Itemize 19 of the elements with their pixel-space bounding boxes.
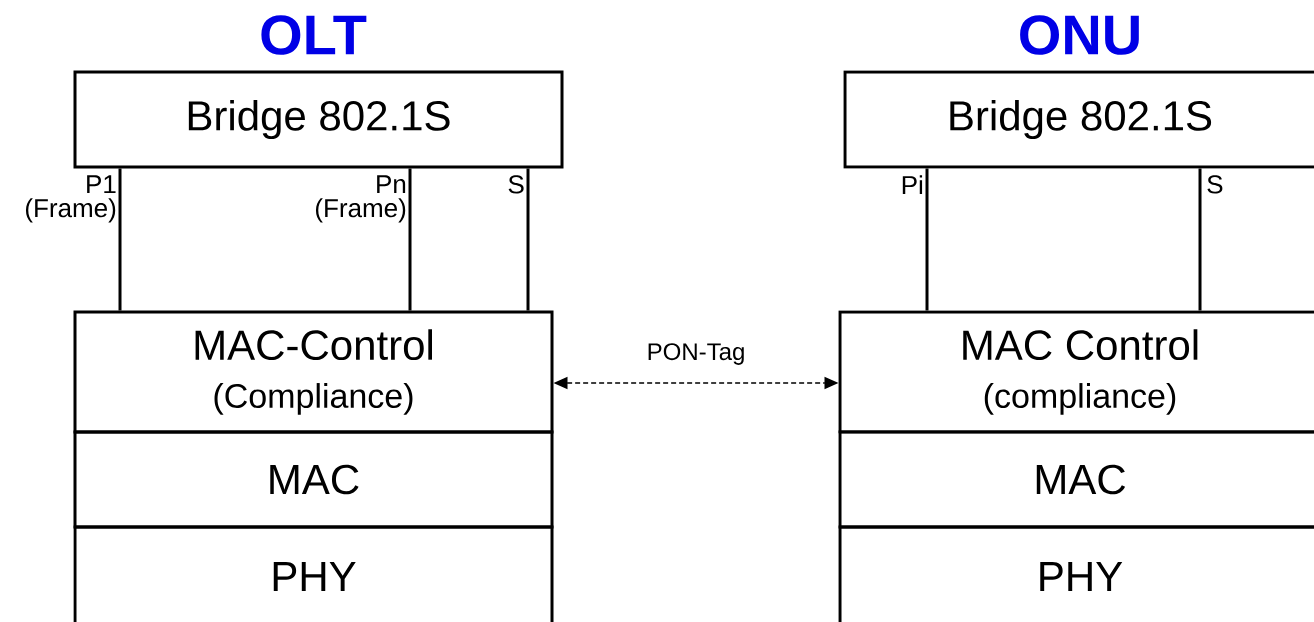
connector-line — [526, 168, 530, 311]
connector-line — [1198, 168, 1202, 311]
layer-box: MAC Control (compliance) — [838, 310, 1314, 434]
edge-label: Pi — [902, 175, 923, 195]
layer-box: PHY — [73, 525, 554, 622]
layer-box: MAC — [73, 430, 554, 529]
layer-box: PHY — [838, 525, 1314, 622]
edge-label: S — [508, 175, 524, 194]
edge-label: Pn (Frame) — [316, 175, 406, 223]
edge-label: P1 (Frame) — [26, 175, 116, 223]
edge-label: PON-Tag — [648, 343, 744, 365]
connector-line — [408, 168, 412, 311]
layer-box: MAC-Control (Compliance) — [73, 310, 554, 434]
connector-line — [925, 168, 929, 311]
edge-label: S — [1207, 175, 1223, 194]
layer-box: MAC — [838, 430, 1314, 529]
connector-line — [118, 168, 122, 311]
layer-box: Bridge 802.1S — [73, 70, 564, 169]
layer-box: Bridge 802.1S — [843, 70, 1314, 169]
